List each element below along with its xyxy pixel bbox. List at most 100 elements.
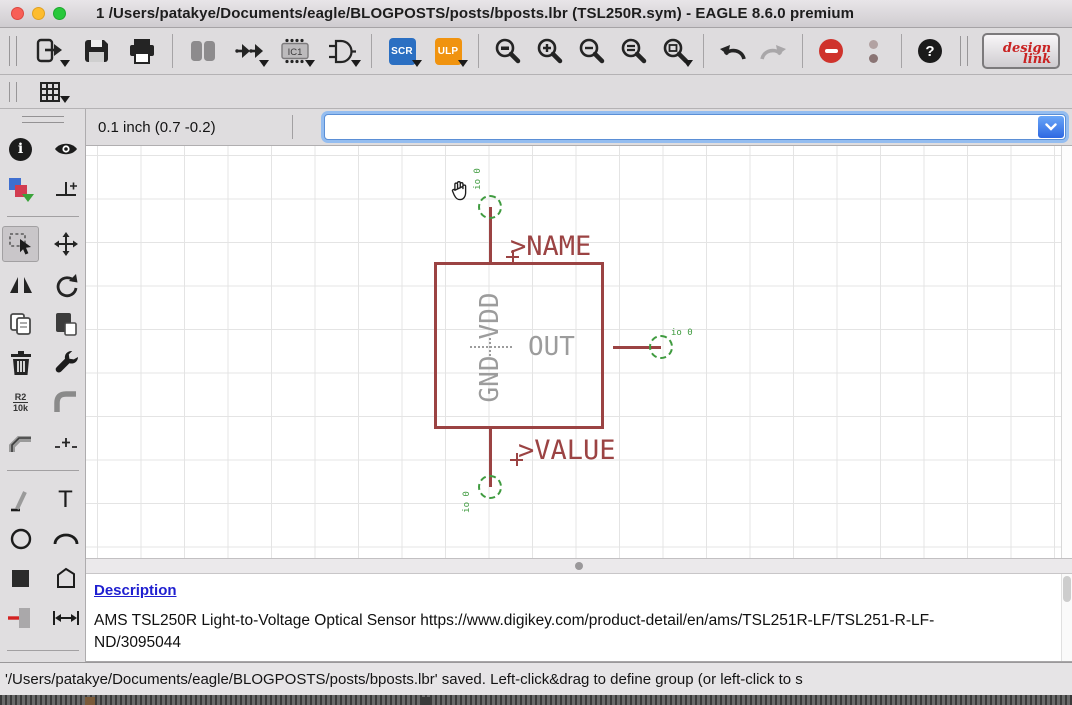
schematic-canvas[interactable]: io 0 io 0 io 0 >NAME >VALUE VDD GND OUT <box>86 146 1061 558</box>
delete-button[interactable] <box>2 345 39 381</box>
description-scrollbar[interactable] <box>1061 574 1072 661</box>
zoom-redraw-button[interactable] <box>654 31 696 71</box>
copy-button[interactable] <box>2 306 39 342</box>
description-scroll-thumb[interactable] <box>1063 576 1071 602</box>
zoom-fit-icon <box>493 37 521 65</box>
name-value-button[interactable]: R2 10k <box>2 384 39 420</box>
design-link-button[interactable]: design link <box>982 33 1060 69</box>
group-select-icon <box>8 231 34 257</box>
description-heading-link[interactable]: Description <box>94 582 177 599</box>
change-button[interactable] <box>47 345 84 381</box>
combo-chevron-icon <box>1045 123 1057 131</box>
miter-button[interactable] <box>47 384 84 420</box>
polygon-button[interactable] <box>47 560 84 596</box>
sidebar-grip[interactable] <box>22 116 64 123</box>
canvas-vertical-scrollbar[interactable] <box>1061 146 1072 558</box>
undo-button[interactable] <box>711 31 753 71</box>
zoom-out-button[interactable] <box>570 31 612 71</box>
splitter-handle-icon[interactable] <box>575 562 583 570</box>
close-icon[interactable] <box>11 7 24 20</box>
grid-button[interactable] <box>27 77 73 107</box>
eye-icon <box>53 140 79 158</box>
sidebar-separator <box>7 216 79 217</box>
zoom-fit-button[interactable] <box>486 31 528 71</box>
package-ic-icon: IC1 <box>279 37 311 65</box>
pin-button[interactable] <box>2 600 39 636</box>
arc-button[interactable] <box>47 521 84 557</box>
print-button[interactable] <box>119 31 165 71</box>
mark-button[interactable] <box>47 172 84 208</box>
rectangle-button[interactable] <box>2 560 39 596</box>
pin-icon <box>7 606 35 630</box>
wire-button[interactable] <box>2 482 39 518</box>
command-combobox[interactable] <box>323 114 1066 140</box>
export-file-button[interactable] <box>27 31 73 71</box>
pin-connection-gnd[interactable] <box>478 475 502 499</box>
group-select-button[interactable] <box>2 226 39 262</box>
minimize-icon[interactable] <box>32 7 45 20</box>
name-value-icon: R2 10k <box>12 391 29 413</box>
split-button[interactable] <box>2 425 39 461</box>
connect-pins-button[interactable] <box>226 31 272 71</box>
dimension-button[interactable] <box>47 600 84 636</box>
redo-button[interactable] <box>753 31 795 71</box>
more-options-button[interactable] <box>852 31 894 71</box>
hand-cursor-icon <box>448 179 471 202</box>
toolbar-grip[interactable] <box>960 36 968 66</box>
optimize-button[interactable] <box>47 425 84 461</box>
symbol-gate-button[interactable] <box>318 31 364 71</box>
package-button[interactable]: IC1 <box>272 31 318 71</box>
split-icon <box>8 433 33 454</box>
zoom-select-button[interactable] <box>612 31 654 71</box>
text-button[interactable]: T <box>47 482 84 518</box>
show-button[interactable] <box>47 131 84 167</box>
toolbar-grip[interactable] <box>9 36 17 66</box>
display-layers-button[interactable] <box>2 172 39 208</box>
run-script-button[interactable]: SCR <box>379 31 425 71</box>
save-button[interactable] <box>73 31 119 71</box>
pin-connection-out[interactable] <box>649 335 673 359</box>
name-placeholder-text[interactable]: >NAME <box>510 231 592 262</box>
design-link-label-2: link <box>1022 51 1052 67</box>
value-placeholder-text[interactable]: >VALUE <box>518 435 616 466</box>
pin-line-out[interactable] <box>613 345 661 349</box>
circle-button[interactable] <box>2 521 39 557</box>
pin-line-gnd[interactable] <box>488 429 492 487</box>
combo-dropdown-button[interactable] <box>1038 116 1064 138</box>
pin-meta-out: io 0 <box>671 328 693 338</box>
arc-icon <box>53 532 79 546</box>
run-ulp-button[interactable]: ULP <box>425 31 471 71</box>
status-bar: '/Users/patakye/Documents/eagle/BLOGPOST… <box>0 662 1072 695</box>
dimension-icon <box>52 609 80 627</box>
ulp-icon: ULP <box>434 37 462 65</box>
main-toolbar: IC1 SCR ULP <box>0 28 1072 75</box>
paste-button[interactable] <box>47 306 84 342</box>
more-dots-icon <box>868 39 878 63</box>
symbol-origin-cross <box>470 346 512 348</box>
wrench-icon <box>53 350 79 376</box>
copy-icon <box>8 311 34 337</box>
grid-toolbar <box>0 75 1072 109</box>
stop-button[interactable] <box>810 31 852 71</box>
help-button[interactable]: ? <box>909 31 951 71</box>
command-input[interactable] <box>330 117 1065 137</box>
pin-line-vdd[interactable] <box>488 207 492 263</box>
library-button[interactable] <box>180 31 226 71</box>
chevron-down-icon <box>305 60 315 67</box>
mirror-button[interactable] <box>2 267 39 303</box>
toolbar-grip[interactable] <box>9 81 17 102</box>
clipped-mark <box>420 697 430 705</box>
pin-meta-vdd: io 0 <box>473 168 483 190</box>
pin-connection-vdd[interactable] <box>478 195 502 219</box>
move-icon <box>53 231 79 257</box>
symbol-origin-cross-v <box>489 338 491 356</box>
script-scr-icon: SCR <box>388 37 416 65</box>
move-button[interactable] <box>47 226 84 262</box>
grid-icon <box>37 79 63 105</box>
zoom-in-button[interactable] <box>528 31 570 71</box>
info-button[interactable]: i <box>2 131 39 167</box>
zoom-window-icon[interactable] <box>53 7 66 20</box>
symbol-body-rect[interactable] <box>434 262 604 429</box>
rotate-button[interactable] <box>47 267 84 303</box>
panel-splitter[interactable] <box>86 558 1072 574</box>
